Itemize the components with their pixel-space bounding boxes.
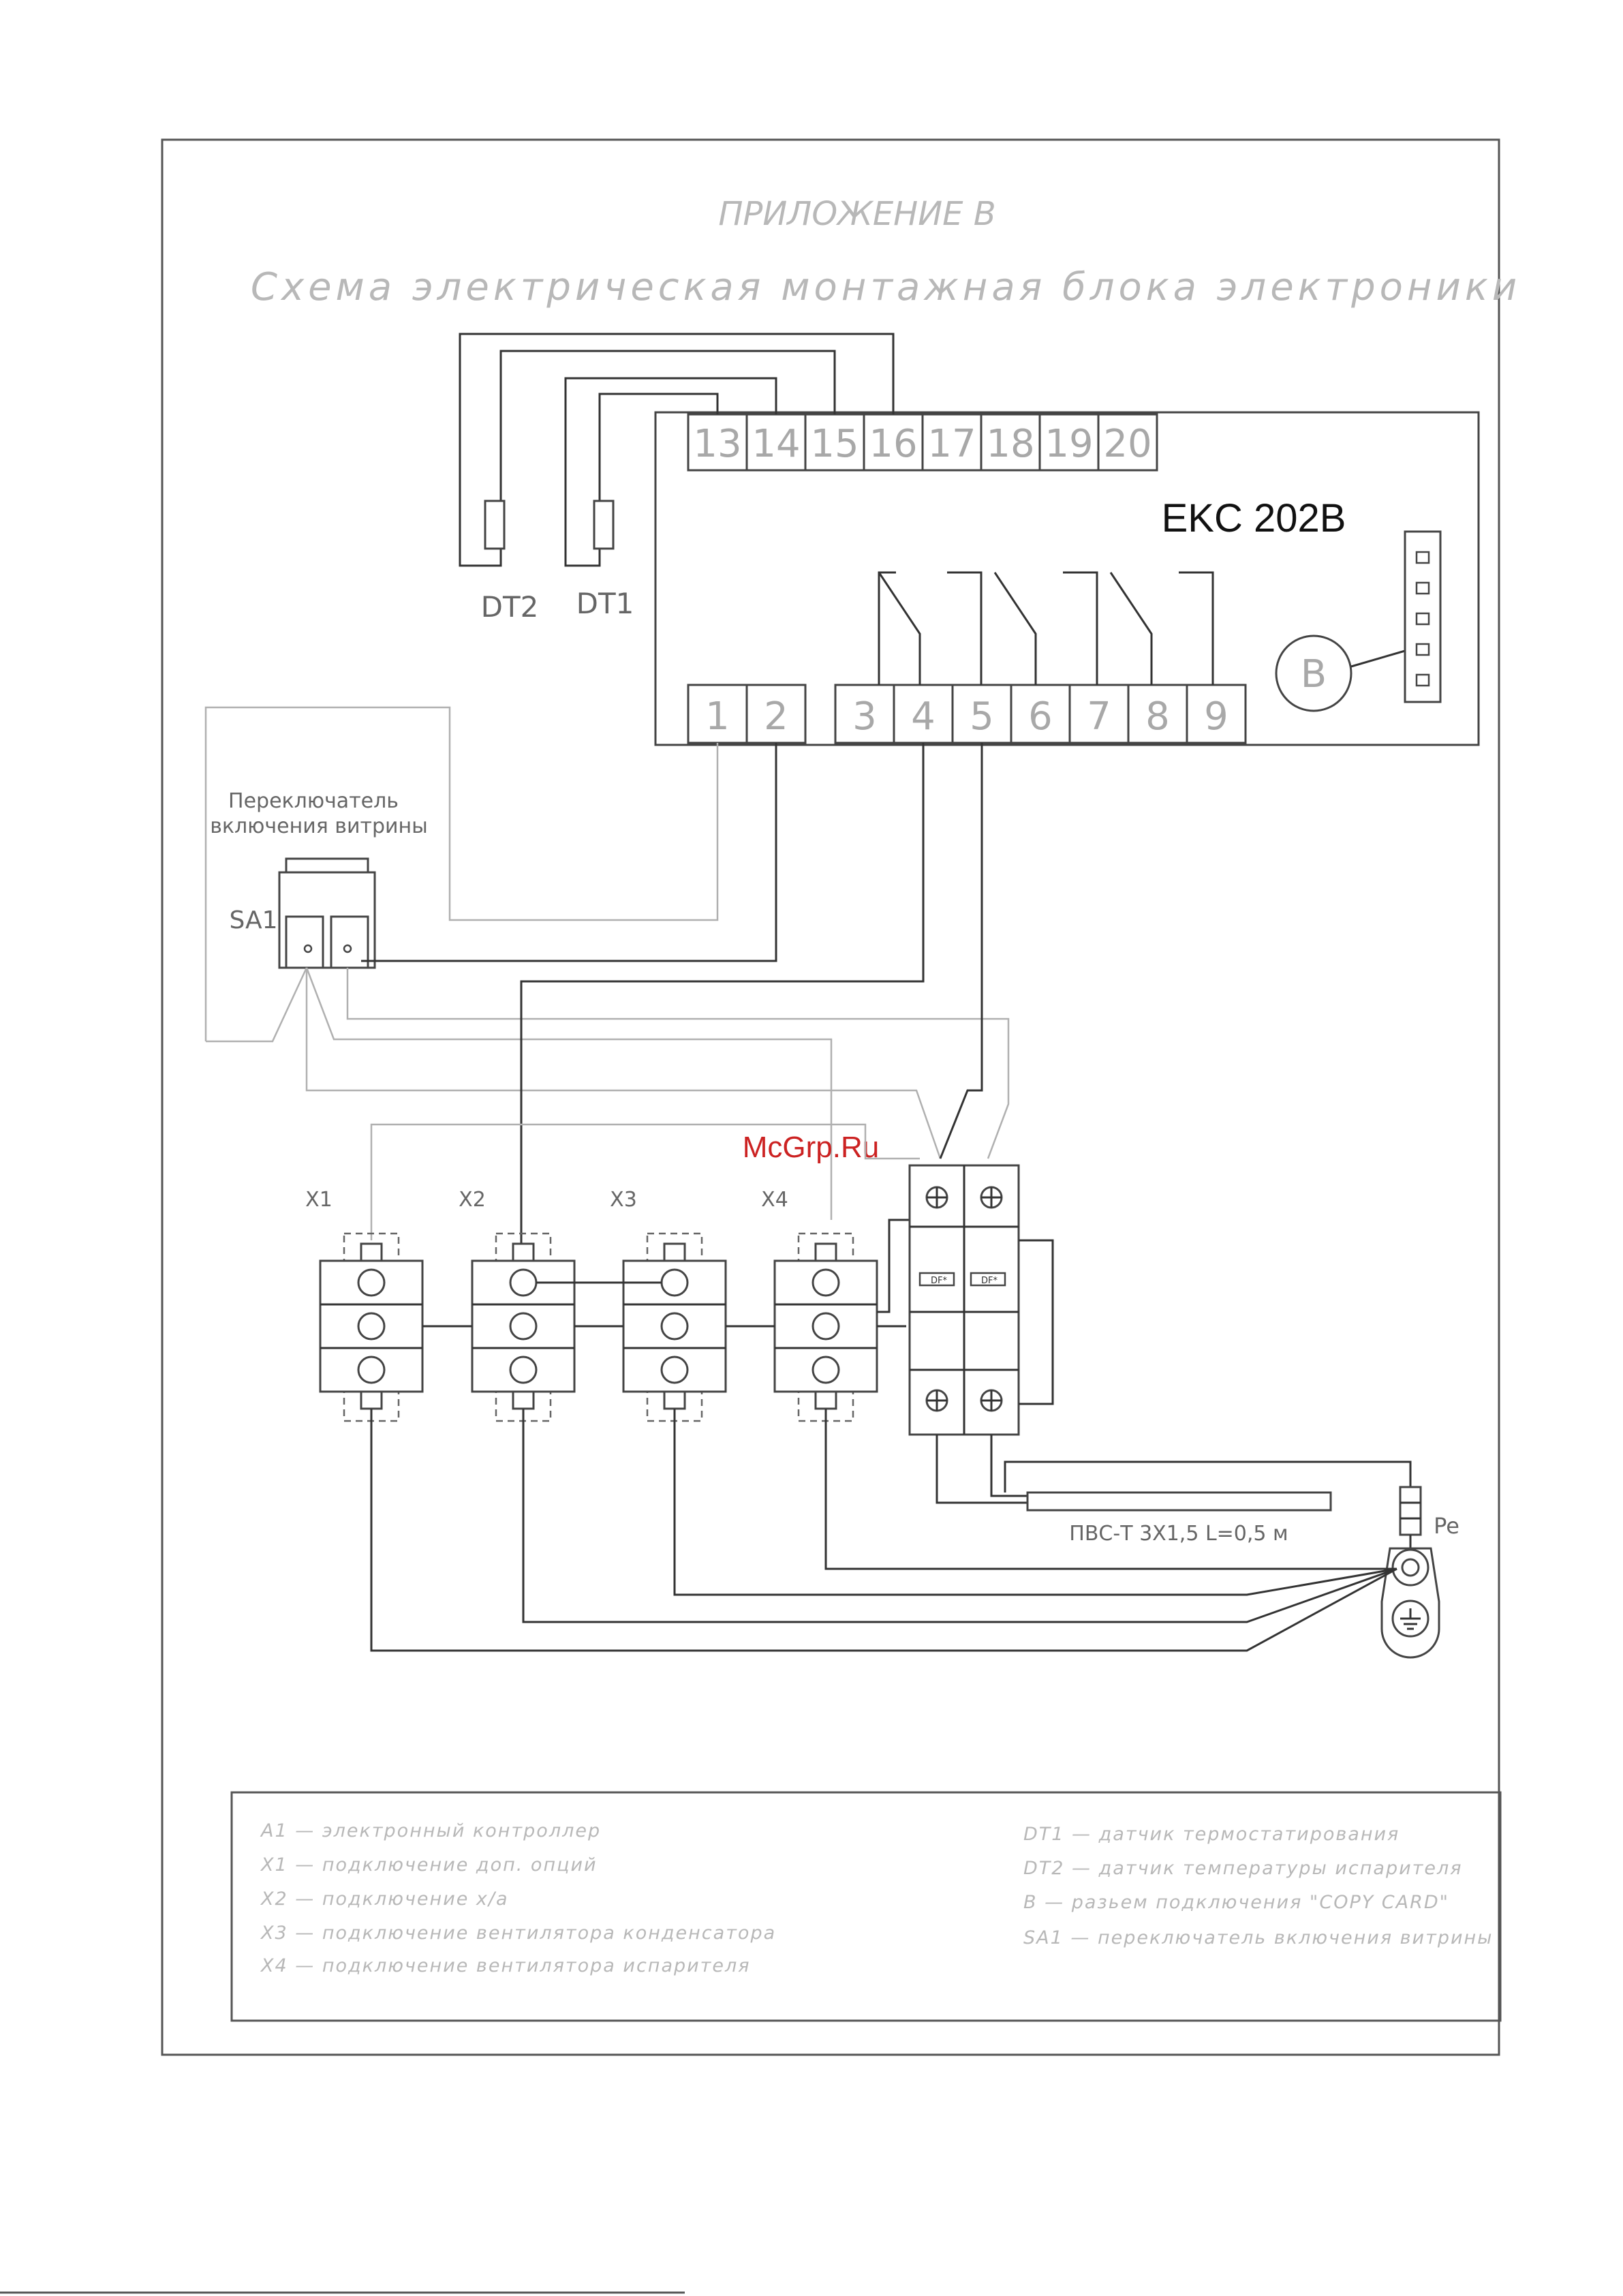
terminal-15-label: 15 xyxy=(810,422,859,466)
terminal-20 xyxy=(1097,413,1158,472)
ground-label: Pe xyxy=(1434,1513,1459,1539)
terminal-block-x1-label: X1 xyxy=(305,1188,333,1212)
legend-right-4: SA1 — переключатель включения витрины xyxy=(1023,1927,1494,1948)
legend-left-5: X4 — подключение вентилятора испарителя xyxy=(260,1955,751,1976)
sensor-dt2-label: DT2 xyxy=(481,590,539,624)
terminal-7-label: 7 xyxy=(1087,694,1111,739)
switch-cap xyxy=(285,857,369,874)
controller-model-label: EKC 202B xyxy=(1162,496,1346,540)
terminal-17 xyxy=(921,413,983,472)
appendix-heading: ПРИЛОЖЕНИЕ В xyxy=(718,195,995,233)
breaker-pole-1-label: DF* xyxy=(931,1276,947,1286)
terminal-9-label: 9 xyxy=(1204,694,1228,739)
terminal-1-label: 1 xyxy=(705,694,730,739)
circuit-breaker: DF* DF* xyxy=(908,1164,1054,1436)
legend-right-3: B — разьем подключения "COPY CARD" xyxy=(1023,1892,1449,1913)
terminal-19 xyxy=(1038,413,1100,472)
terminal-16-label: 16 xyxy=(869,422,917,466)
terminal-block-x3-label: X3 xyxy=(610,1188,637,1212)
terminal-3-label: 3 xyxy=(852,694,877,739)
copy-card-connector-b xyxy=(1275,634,1352,712)
switch-caption-line1: Переключатель xyxy=(228,789,399,813)
top-terminal-row: 13 14 15 16 17 18 19 20 xyxy=(687,413,1158,472)
terminal-4-label: 4 xyxy=(911,694,936,739)
legend: A1 — электронный контроллер X1 — подключ… xyxy=(230,1791,1502,2022)
legend-left-1: A1 — электронный контроллер xyxy=(260,1820,601,1841)
sensor-dt1-label: DT1 xyxy=(576,587,634,620)
terminal-block-x2-label: X2 xyxy=(459,1188,486,1212)
earth-wiring xyxy=(370,1409,1397,1652)
ground-terminal: Pe xyxy=(1380,1486,1459,1659)
terminal-15 xyxy=(804,413,865,472)
terminal-6-label: 6 xyxy=(1028,694,1053,739)
terminal-18 xyxy=(980,413,1041,472)
controller-body xyxy=(654,411,1480,746)
legend-right-2: DT2 — датчик температуры испарителя xyxy=(1023,1858,1462,1879)
terminal-5-label: 5 xyxy=(970,694,994,739)
terminal-18-label: 18 xyxy=(986,422,1034,466)
terminal-2-label: 2 xyxy=(764,694,788,739)
terminal-6 xyxy=(1010,684,1071,744)
terminal-blocks: X1 X2 X3 X4 xyxy=(305,1123,927,1422)
legend-right-1: DT1 — датчик термостатирования xyxy=(1023,1824,1400,1845)
controller-a1: EKC 202B 13 14 15 16 17 18 19 20 xyxy=(654,411,1480,746)
breaker-pole-2-label: DF* xyxy=(981,1276,998,1286)
power-cable: ПВС-Т 3Х1,5 L=0,5 м xyxy=(936,1435,1412,1546)
sensor-dt2 xyxy=(484,500,506,550)
terminal-14 xyxy=(745,413,807,472)
diagram-title: Схема электрическая монтажная блока элек… xyxy=(251,265,1521,309)
terminal-block-x1 xyxy=(319,1232,424,1422)
terminal-block-x4-label: X4 xyxy=(761,1188,788,1212)
switch-designator: SA1 xyxy=(229,906,277,934)
bottom-terminal-row: 1 2 3 4 5 6 7 8 9 xyxy=(687,684,1247,744)
terminal-8-label: 8 xyxy=(1145,694,1170,739)
copy-card-connector-label: B xyxy=(1301,652,1327,697)
watermark: McGrp.Ru xyxy=(743,1131,879,1164)
terminal-20-label: 20 xyxy=(1103,422,1151,466)
drawing-frame xyxy=(161,138,1500,2056)
controller-output-wiring xyxy=(520,743,983,1271)
terminal-17-label: 17 xyxy=(927,422,976,466)
legend-left-3: X2 — подключение х/а xyxy=(260,1888,509,1910)
terminal-4 xyxy=(893,684,954,744)
sensor-dt1 xyxy=(593,500,615,550)
legend-left-4: X3 — подключение вентилятора конденсатор… xyxy=(260,1923,776,1944)
terminal-9 xyxy=(1186,684,1247,744)
switch-caption-line2: включения витрины xyxy=(210,814,428,838)
switch-sa1: Переключатель включения витрины SA1 xyxy=(204,706,1010,1220)
terminal-block-x2 xyxy=(471,1232,576,1422)
terminal-block-x3 xyxy=(622,1232,727,1422)
legend-box xyxy=(230,1791,1502,2022)
cable-label: ПВС-Т 3Х1,5 L=0,5 м xyxy=(1069,1522,1288,1546)
terminal-14-label: 14 xyxy=(752,422,800,466)
terminal-19-label: 19 xyxy=(1045,422,1093,466)
terminal-16 xyxy=(863,413,924,472)
terminal-7 xyxy=(1068,684,1130,744)
relay-contacts xyxy=(878,571,1214,685)
terminal-13-label: 13 xyxy=(693,422,741,466)
terminal-block-x4 xyxy=(773,1232,878,1422)
legend-left-2: X1 — подключение доп. опций xyxy=(260,1854,598,1876)
